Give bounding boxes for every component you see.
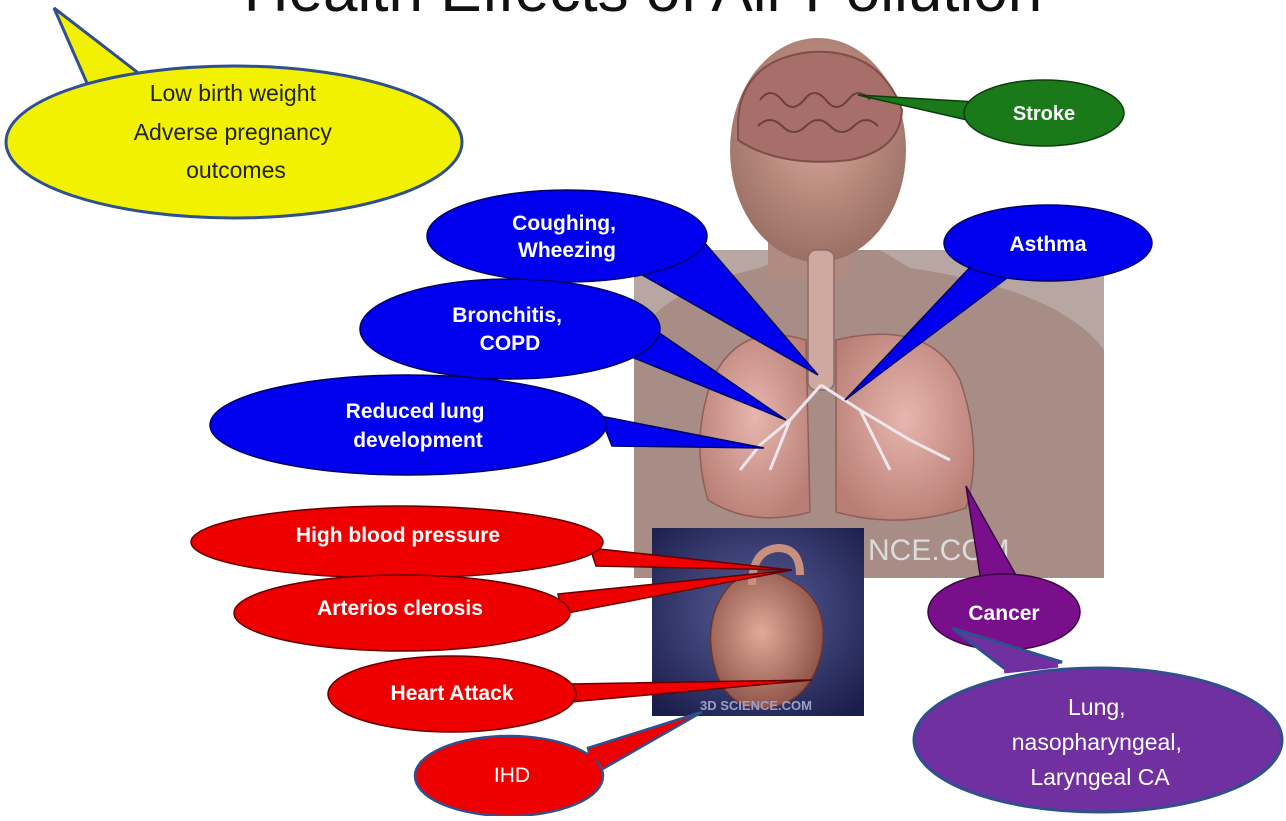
callout-text-line: Bronchitis, [452, 304, 562, 327]
callout-bubble [427, 190, 707, 282]
heart-watermark: 3D SCIENCE.COM [700, 698, 812, 713]
callout-text-line: Laryngeal CA [1030, 764, 1170, 790]
slide-title: Health Effects of Air Pollution [0, 0, 1286, 26]
callout-label: Asthma [1009, 233, 1086, 256]
callout-label: Cancer [968, 602, 1039, 625]
callout-text-line: COPD [480, 332, 541, 355]
callout-text-line: Reduced lung [346, 400, 485, 423]
callout-label: Arterios clerosis [317, 597, 483, 620]
callout-birth-weight: Low birth weight Adverse pregnancy outco… [6, 8, 462, 218]
callout-text-line: Adverse pregnancy [134, 119, 333, 145]
callout-label: High blood pressure [296, 524, 500, 547]
callout-text-line: nasopharyngeal, [1012, 729, 1182, 755]
callout-bubble [210, 375, 606, 475]
callout-label: Heart Attack [391, 682, 514, 705]
callout-pointer [588, 712, 702, 774]
callout-label: Stroke [1013, 103, 1075, 125]
callout-text-line: outcomes [186, 157, 286, 183]
callout-text-line: development [353, 429, 483, 452]
callout-text-line: Coughing, [512, 212, 616, 235]
callout-text-line: Low birth weight [150, 80, 317, 106]
callout-cancer-types: Lung, nasopharyngeal, Laryngeal CA [914, 628, 1282, 812]
callout-bubble [360, 279, 660, 379]
callout-text-line: Wheezing [518, 239, 616, 262]
callout-label: IHD [494, 764, 530, 787]
callout-text-line: Lung, [1068, 694, 1126, 720]
